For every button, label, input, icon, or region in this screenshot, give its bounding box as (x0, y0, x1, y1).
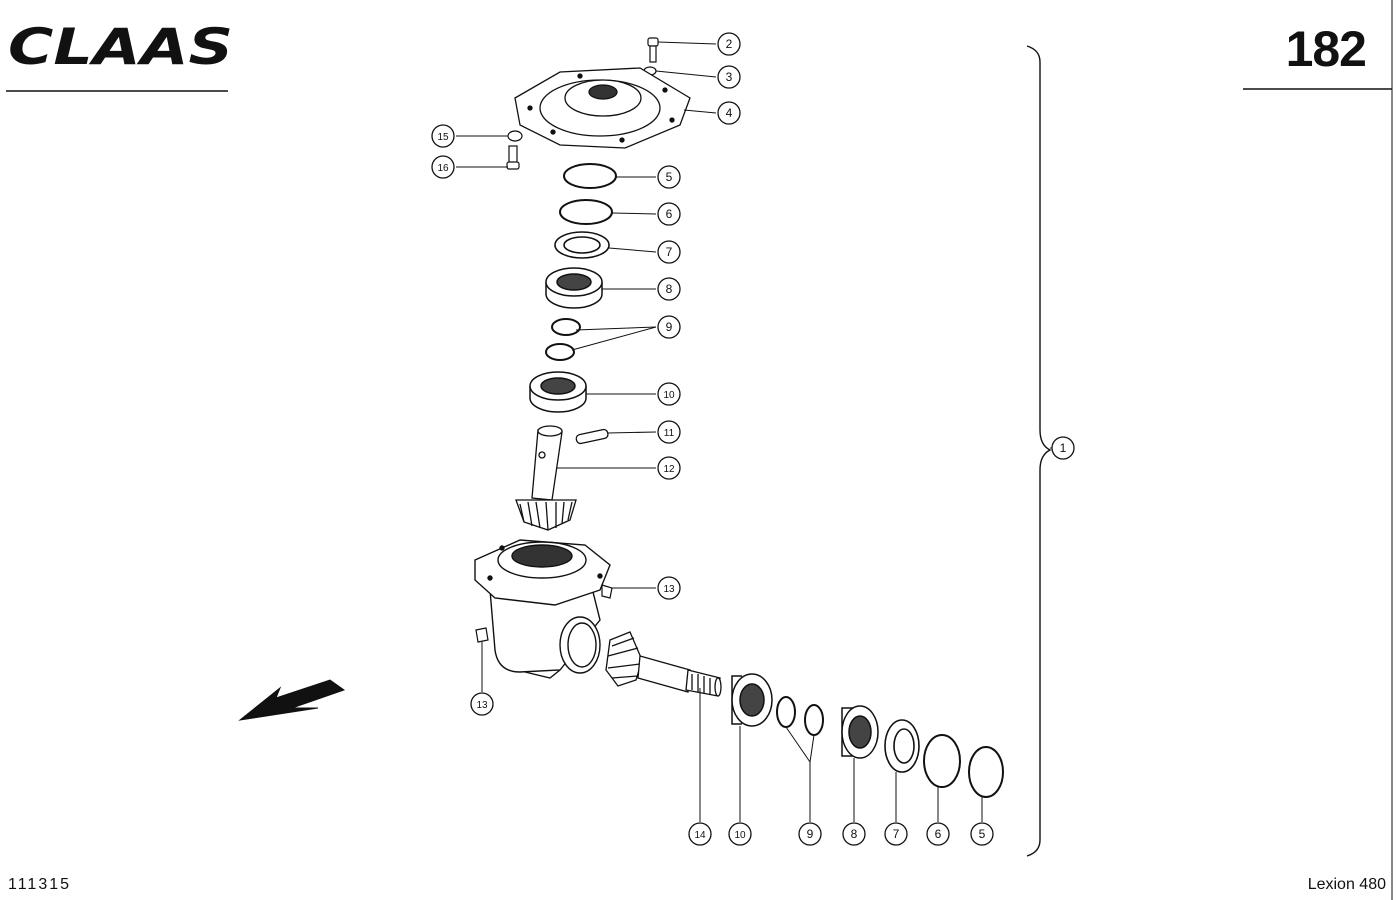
callout-5-top: 5 (666, 170, 673, 184)
callout-labels: 1 2 3 4 15 16 5 6 7 8 9 10 11 12 13 13 1… (437, 37, 1066, 841)
claas-logo: CLAAS (8, 18, 233, 76)
part-ring-6-bottom (923, 734, 961, 788)
callout-6-top: 6 (666, 207, 673, 221)
callout-3: 3 (726, 70, 733, 84)
callout-8-top: 8 (666, 282, 673, 296)
part-ring-6-top (559, 199, 613, 225)
part-gear-shaft-14 (605, 631, 722, 697)
part-bearing-8-bottom (841, 705, 879, 759)
part-bearing-10-bottom (731, 673, 773, 727)
part-bearing-10-top (529, 371, 587, 413)
callout-15: 15 (437, 132, 449, 143)
leader-lines (456, 41, 1052, 822)
callout-6-bottom: 6 (935, 827, 942, 841)
arrow-down-left-icon (238, 679, 346, 721)
callout-11: 11 (664, 428, 675, 439)
callouts (431, 32, 1075, 846)
part-washer-15 (507, 130, 523, 142)
part-pinion-shaft-12 (515, 425, 577, 531)
part-bolt-16 (506, 145, 520, 170)
part-bearing-8-top (545, 267, 603, 309)
part-bolt-2 (647, 37, 659, 63)
page-number: 182 (1285, 21, 1367, 77)
claas-logo-text: CLAAS (8, 18, 233, 76)
callout-14: 14 (694, 830, 706, 841)
callout-5-bottom: 5 (979, 827, 986, 841)
part-circlip-9a-top (551, 318, 581, 336)
callout-7-bottom: 7 (893, 827, 900, 841)
part-circlip-9b-top (545, 343, 575, 361)
callout-16: 16 (437, 163, 449, 174)
callout-12: 12 (663, 464, 675, 475)
part-screw-13-right (601, 584, 613, 599)
assembly-brace (1026, 45, 1052, 857)
callout-1: 1 (1060, 441, 1067, 455)
callout-10-bottom: 10 (734, 830, 746, 841)
callout-9-bottom: 9 (807, 827, 814, 841)
callout-13-left: 13 (476, 700, 488, 711)
model-name: Lexion 480 (1307, 876, 1386, 893)
callout-7-top: 7 (666, 245, 673, 259)
callout-8-bottom: 8 (851, 827, 858, 841)
part-seal-7-bottom (884, 719, 920, 773)
callout-9-top: 9 (666, 320, 673, 334)
part-snap-ring-5-top (563, 163, 617, 189)
part-circlip-9a-bottom (776, 696, 796, 728)
callout-4: 4 (726, 106, 733, 120)
callout-10-top: 10 (663, 390, 675, 401)
callout-13-right: 13 (663, 584, 675, 595)
part-gear-housing (474, 539, 611, 679)
drawing-number: 111315 (8, 876, 72, 893)
part-seal-7-top (554, 231, 610, 259)
callout-2: 2 (726, 37, 733, 51)
part-flange-cover-4 (514, 67, 691, 149)
part-screw-13-left (475, 627, 489, 643)
part-pin-11 (575, 428, 609, 445)
part-circlip-9b-bottom (804, 704, 824, 736)
part-snap-ring-5-bottom (968, 746, 1004, 798)
